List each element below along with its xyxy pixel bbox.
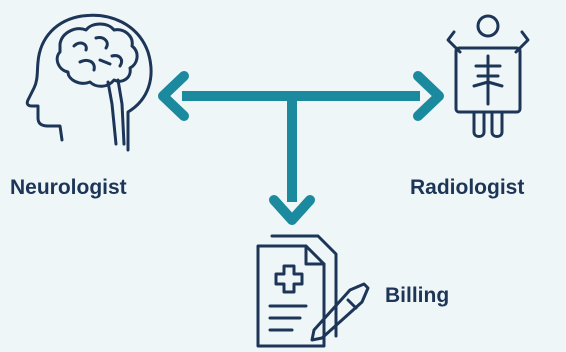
billing-label: Billing (385, 284, 450, 307)
xray-icon (446, 14, 530, 138)
connector-arrows (158, 71, 444, 225)
radiologist-label: Radiologist (410, 176, 525, 199)
arrowhead-left (158, 71, 189, 121)
neurologist-label: Neurologist (10, 176, 127, 199)
arrowhead-down (269, 195, 315, 225)
brain-head-icon (25, 13, 153, 152)
arrowhead-right (413, 71, 444, 121)
medical-document-pen-icon (256, 234, 370, 348)
